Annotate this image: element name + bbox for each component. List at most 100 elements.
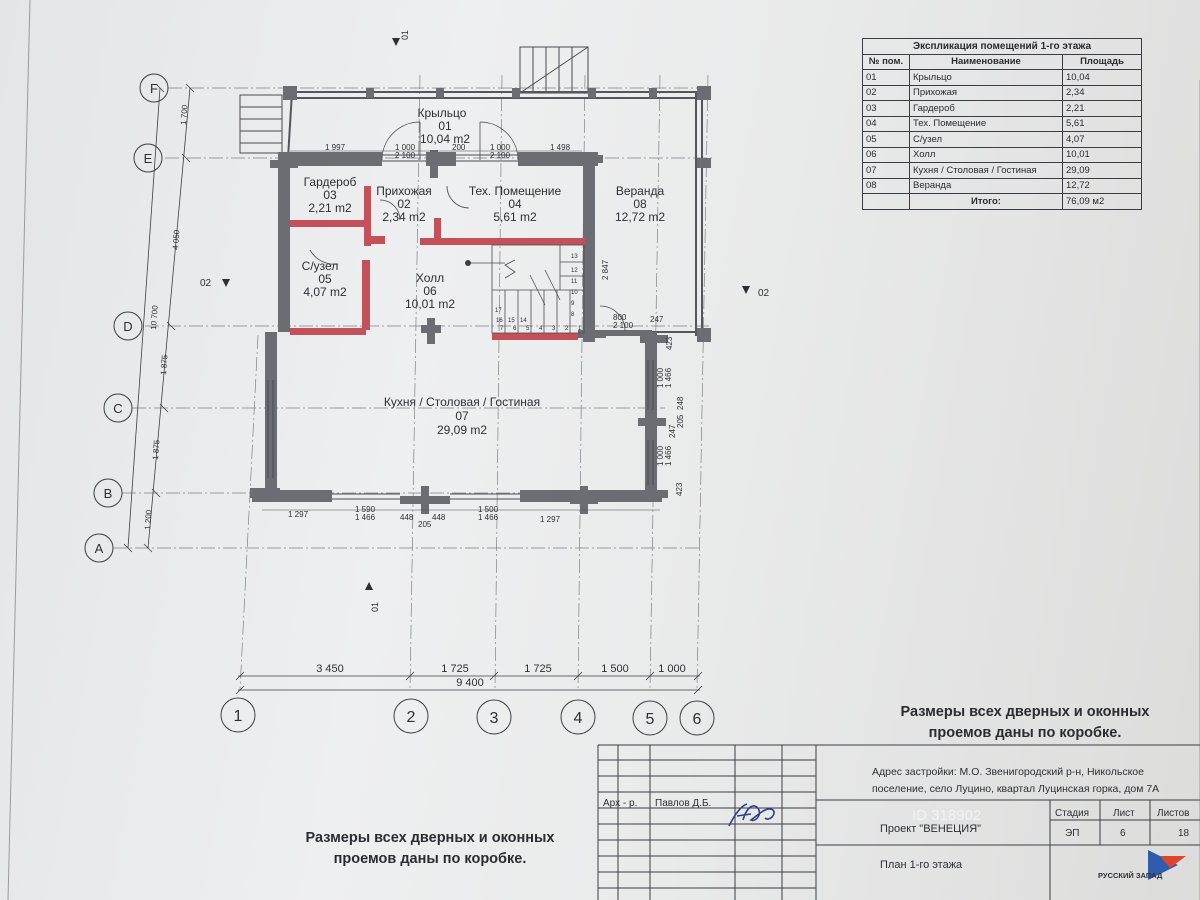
total-value: 76,09 м2 <box>1062 193 1142 210</box>
cell-num: 01 <box>862 69 910 86</box>
staircase <box>470 244 585 334</box>
axis-letter-f: F <box>150 81 158 96</box>
windows <box>267 154 654 500</box>
wall-dim-misc-5: 2 847 <box>601 259 610 280</box>
logo-text: РУССКИЙ ЗАПАД <box>1098 871 1163 880</box>
dim-left-4: 1 875 <box>159 354 169 375</box>
project-name: Проект "ВЕНЕЦИЯ" <box>880 823 981 835</box>
wall-dim-top-5: 1 000 <box>490 143 511 152</box>
room-area: 10,04 m2 <box>420 132 470 146</box>
cell-name: Прихожая <box>909 84 1063 101</box>
axis-bubble-e: E <box>133 143 163 173</box>
wall-dim-bottom-3: 1 466 <box>355 513 376 522</box>
stair-step-6: 6 <box>513 326 517 332</box>
room-name: Кухня / Столовая / Гостиная <box>384 395 540 409</box>
axis-bubble-5: 5 <box>632 700 668 736</box>
watermark-text: ID 318902 <box>912 807 981 824</box>
section-mark-left: 02 <box>200 278 230 289</box>
bottom-dimension-chain <box>235 671 703 695</box>
wall-dim-bottom-4: 448 <box>400 513 414 522</box>
stair-step-8: 8 <box>571 312 575 318</box>
wall-dim-top-7: 1 498 <box>550 143 571 152</box>
cell-area: 29,09 <box>1062 162 1142 179</box>
porch-posts <box>283 86 711 342</box>
sheets-value: 18 <box>1178 828 1190 839</box>
dim-bottom-5: 1 000 <box>658 663 686 675</box>
stair-step-numbers: 1 2 3 4 5 6 7 8 9 10 11 12 13 14 15 16 1… <box>495 254 582 332</box>
axis-letter-d: D <box>123 319 132 334</box>
stage-value: ЭП <box>1065 828 1079 839</box>
total-row: Итого: 76,09 м2 <box>862 193 1142 210</box>
stair-step-4: 4 <box>539 326 543 332</box>
note-left-line2: проемов даны по коробке. <box>333 851 527 867</box>
stair-step-3: 3 <box>552 326 556 332</box>
stair-step-11: 11 <box>571 279 578 285</box>
author-signature <box>728 803 775 827</box>
wall-dim-bottom-9: 1 297 <box>540 515 561 524</box>
header-num: № пом. <box>862 53 910 70</box>
sheets-header: Листов <box>1157 808 1190 819</box>
axis-letter-c: C <box>113 401 122 416</box>
room-number: 01 <box>438 119 452 133</box>
cell-num: 05 <box>862 131 910 148</box>
author-name: Павлов Д.Б. <box>655 798 711 809</box>
axis-letter-a: A <box>95 541 104 556</box>
cell-name: Кухня / Столовая / Гостиная <box>909 162 1063 179</box>
stair-step-5: 5 <box>526 326 530 332</box>
stair-step-17: 17 <box>495 308 502 314</box>
cell-num: 03 <box>862 100 910 117</box>
dim-left-2: 4 050 <box>171 229 181 250</box>
axis-bubble-b: B <box>93 478 123 508</box>
axis-bubble-2: 2 <box>393 698 429 734</box>
left-dimension-chain <box>123 83 195 553</box>
dim-bottom-3: 1 725 <box>524 663 552 675</box>
section-mark-right: 02 <box>742 286 770 299</box>
title-block-frame <box>597 744 1200 900</box>
wall-dim-bottom-7: 1 500 <box>478 505 499 514</box>
axis-bubble-a: A <box>84 533 114 563</box>
dim-left-1: 1 700 <box>179 104 189 125</box>
room-krylco: Крыльцо 01 10,04 m2 <box>418 106 471 146</box>
section-label-bottom: 01 <box>370 602 380 612</box>
note-left-line1: Размеры всех дверных и оконных <box>305 830 555 846</box>
section-mark-top: 01 <box>392 30 410 46</box>
wall-dim-misc-13: 1 000 <box>656 445 665 466</box>
header-name: Наименование <box>909 53 1063 70</box>
dim-left-5: 1 875 <box>151 439 161 460</box>
dim-bottom-4: 1 500 <box>601 663 629 675</box>
cell-area: 10,04 <box>1062 69 1142 86</box>
wall-dim-misc-1: 800 <box>613 313 627 322</box>
stair-step-16: 16 <box>496 318 503 324</box>
room-area: 10,01 m2 <box>405 297 455 311</box>
door-swings <box>309 121 626 332</box>
axis-bubble-4: 4 <box>560 699 596 735</box>
dim-left-6: 1 200 <box>143 509 153 530</box>
dim-bottom-1: 3 450 <box>316 663 344 675</box>
dim-bottom-2: 1 725 <box>441 663 469 675</box>
room-number: 06 <box>423 284 437 298</box>
room-number: 05 <box>318 272 332 286</box>
axis-letter-b: B <box>104 486 113 501</box>
axis-bubble-c: C <box>103 393 133 423</box>
dim-left-3: 10 700 <box>149 305 160 331</box>
explication-title: Экспликация помещений 1-го этажа <box>862 38 1142 55</box>
wall-dim-misc-8: 248 <box>676 396 685 410</box>
logo-accent <box>1160 856 1186 868</box>
stair-step-2: 2 <box>565 326 569 332</box>
cell-area: 10,01 <box>1062 146 1142 163</box>
stair-start-dot <box>465 260 471 266</box>
cell-name: Крыльцо <box>909 69 1063 86</box>
room-name: Веранда <box>616 184 665 198</box>
wall-dim-misc-12: 1 466 <box>664 445 673 466</box>
cell-num: 08 <box>862 177 910 194</box>
wall-dim-misc-3: 247 <box>650 315 664 324</box>
room-name: Гардероб <box>304 175 357 189</box>
note-right-line1: Размеры всех дверных и оконных <box>900 704 1150 720</box>
wall-dim-bottom-6: 205 <box>418 520 432 529</box>
room-name: Прихожая <box>376 184 432 198</box>
